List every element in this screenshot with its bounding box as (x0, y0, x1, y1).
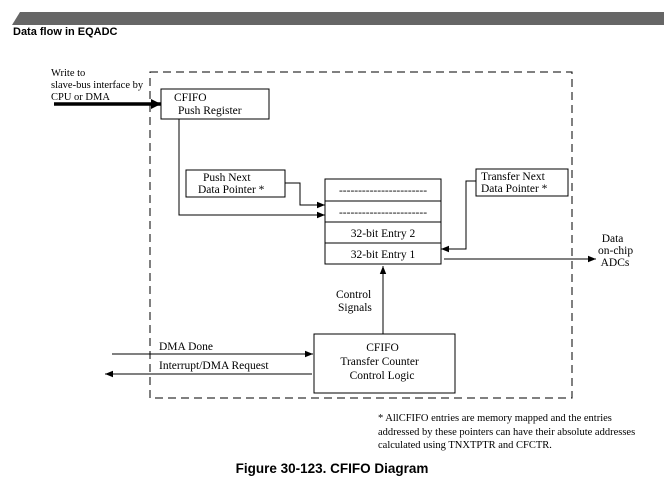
figure-caption: Figure 30-123. CFIFO Diagram (235, 461, 429, 476)
header-bar (12, 12, 664, 25)
transfer-counter-label: CFIFO Transfer Counter Control Logic (340, 342, 421, 382)
interrupt-request-label: Interrupt/DMA Request (159, 360, 269, 372)
footnote: * AllCFIFO entries are memory mapped and… (378, 413, 636, 451)
push-register-box (160, 88, 270, 120)
push-next-pointer-line (285, 182, 325, 209)
fifo-stack: ----------------------- ----------------… (324, 178, 442, 265)
fifo-entry-label: 32-bit Entry 2 (351, 228, 416, 240)
transfer-next-pointer-box (475, 168, 569, 197)
output-label: Data on-chip ADCs (598, 233, 636, 269)
fifo-entry-label: ----------------------- (339, 207, 427, 219)
eqadc-boundary (149, 71, 573, 399)
push-next-pointer-box (185, 169, 286, 198)
transfer-counter-box (313, 333, 456, 394)
fifo-entry-label: ----------------------- (339, 185, 427, 197)
fifo-entry (324, 242, 442, 265)
section-title: Data flow in EQADC (13, 26, 118, 38)
fifo-entry-label: 32-bit Entry 1 (351, 249, 416, 261)
transfer-next-pointer-line (441, 180, 476, 253)
control-signals-label: Control Signals (336, 289, 374, 314)
push-next-pointer-label: Push Next Data Pointer * (198, 172, 265, 196)
dma-done-label: DMA Done (159, 341, 213, 353)
push-register-label: CFIFO Push Register (174, 92, 242, 117)
transfer-next-pointer-label: Transfer Next Data Pointer * (481, 171, 548, 195)
push-register-line (178, 119, 325, 219)
input-label: Write to slave-bus interface by CPU or D… (51, 68, 146, 103)
